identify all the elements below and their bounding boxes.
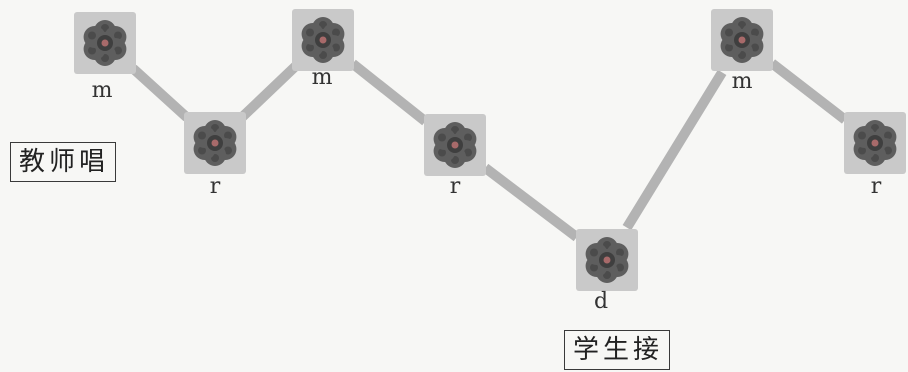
connector-line-1 — [129, 64, 191, 122]
note-node-7: r — [844, 112, 906, 199]
flower-icon — [292, 9, 354, 71]
student-continues-label: 学生接 — [564, 330, 671, 370]
flower-icon — [184, 112, 246, 174]
connector-line-6 — [768, 59, 849, 124]
note-node-1: m — [74, 12, 136, 103]
flower-icon — [576, 229, 638, 291]
syllable-label-3: m — [312, 65, 333, 90]
flower-icon — [844, 112, 906, 174]
syllable-label-7: r — [871, 174, 882, 199]
syllable-label-4: r — [450, 174, 461, 199]
flower-icon — [424, 114, 486, 176]
note-node-4: r — [424, 114, 486, 199]
connector-line-4 — [482, 163, 580, 242]
connector-lines — [129, 59, 849, 242]
note-node-3: m — [292, 9, 354, 90]
connector-line-3 — [349, 59, 429, 126]
flower-icon — [74, 12, 136, 74]
connector-line-5 — [622, 69, 727, 231]
note-node-6: m — [711, 9, 773, 94]
syllable-label-6: m — [732, 69, 753, 94]
teacher-sings-label: 教师唱 — [10, 142, 117, 182]
syllable-label-1: m — [92, 78, 113, 103]
syllable-label-2: r — [210, 174, 221, 199]
note-node-2: r — [184, 112, 246, 199]
note-node-5: d — [576, 229, 638, 314]
note-nodes: m r m r d m r — [74, 9, 906, 314]
flower-icon — [711, 9, 773, 71]
connector-line-2 — [239, 62, 299, 121]
syllable-label-5: d — [594, 289, 608, 314]
